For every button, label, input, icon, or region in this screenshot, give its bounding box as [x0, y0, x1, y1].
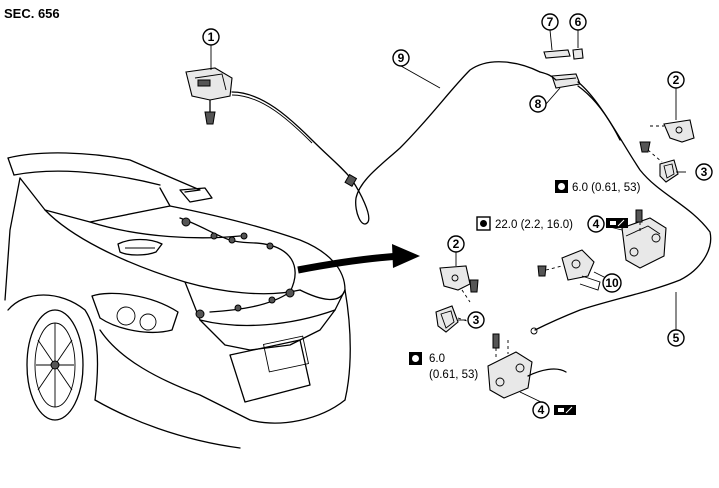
callout-2-upper: 2 [667, 71, 685, 89]
hood-lock-bracket-upper [639, 119, 695, 163]
svg-text:4: 4 [593, 217, 600, 231]
hood-seal-lower [435, 305, 471, 333]
callout-6: 6 [569, 13, 587, 31]
callout-7: 7 [541, 13, 559, 31]
torque-wrench-icon [480, 220, 487, 227]
callout-3-lower: 3 [467, 311, 485, 329]
svg-text:8: 8 [535, 97, 542, 111]
svg-text:3: 3 [473, 313, 480, 327]
svg-text:22.0 (2.2, 16.0): 22.0 (2.2, 16.0) [495, 219, 573, 231]
hood-lock-upper [621, 209, 667, 269]
svg-text:6.0: 6.0 [429, 353, 445, 365]
car-illustration [4, 152, 351, 449]
callout-4-lower: 4 [532, 401, 550, 419]
svg-text:7: 7 [547, 15, 554, 29]
grease-icon [606, 218, 628, 228]
grease-icon [554, 405, 576, 415]
svg-text:3: 3 [701, 165, 708, 179]
svg-text:10: 10 [605, 276, 619, 290]
hood-release-handle [185, 67, 233, 125]
torque-wrench-icon [412, 355, 419, 362]
callout-1: 1 [202, 28, 220, 46]
torque-wrench-icon [558, 183, 565, 190]
svg-text:(0.61, 53): (0.61, 53) [429, 369, 478, 381]
svg-text:6: 6 [575, 15, 582, 29]
torque-spec-middle: 22.0 (2.2, 16.0) [476, 216, 573, 231]
callout-2-lower: 2 [447, 235, 465, 253]
callout-4-upper: 4 [587, 215, 605, 233]
callout-9: 9 [392, 49, 410, 67]
svg-text:5: 5 [673, 331, 680, 345]
callout-8: 8 [529, 95, 547, 113]
callout-3-upper: 3 [695, 163, 713, 181]
torque-spec-lower: 6.0 (0.61, 53) [409, 352, 478, 381]
hood-seal-upper [659, 159, 679, 183]
hood-lock-bracket-lower [439, 265, 479, 303]
svg-text:4: 4 [538, 403, 545, 417]
section-label: SEC. 656 [4, 6, 60, 21]
svg-text:2: 2 [673, 73, 680, 87]
torque-spec-upper: 6.0 (0.61, 53) [555, 180, 641, 194]
secondary-cable [530, 81, 712, 335]
pointer-arrow [297, 244, 420, 274]
callout-10: 10 [602, 273, 622, 293]
callout-5: 5 [667, 329, 685, 347]
svg-text:9: 9 [398, 51, 405, 65]
svg-text:1: 1 [208, 30, 215, 44]
hood-lock-center [537, 249, 601, 291]
hood-release-cable [231, 61, 541, 225]
cable-clips [539, 48, 584, 89]
hood-lock-lower [487, 333, 567, 399]
svg-text:6.0 (0.61, 53): 6.0 (0.61, 53) [572, 182, 641, 194]
svg-text:2: 2 [453, 237, 460, 251]
